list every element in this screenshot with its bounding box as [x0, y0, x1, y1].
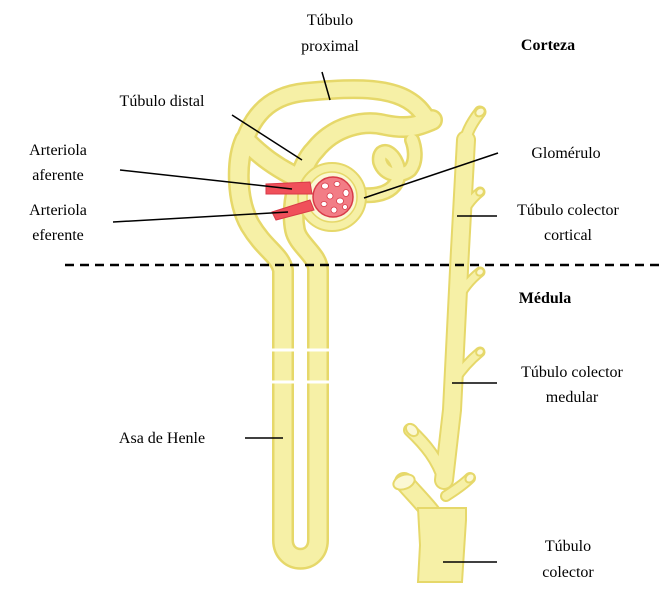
- label-tubulo-proximal-2: proximal: [301, 38, 359, 55]
- glomerulus: [313, 177, 353, 217]
- label-tubulo-proximal-1: Túbulo: [307, 12, 353, 29]
- label-arteriola-aferente-2: aferente: [32, 167, 84, 184]
- label-tubulo-colector-medular-2: medular: [546, 389, 599, 406]
- label-arteriola-eferente-1: Arteriola: [29, 202, 87, 219]
- label-medula: Médula: [519, 290, 571, 307]
- leader-arteriola-eferente: [113, 212, 288, 222]
- leader-arteriola-aferente: [120, 170, 292, 189]
- label-tubulo-colector-1: Túbulo: [545, 538, 591, 555]
- label-tubulo-colector-cortical-1: Túbulo colector: [517, 202, 619, 219]
- label-corteza: Corteza: [521, 37, 575, 54]
- label-glomerulo: Glomérulo: [531, 145, 600, 162]
- label-tubulo-colector-2: colector: [542, 564, 594, 581]
- label-tubulo-colector-medular-1: Túbulo colector: [521, 364, 623, 381]
- label-arteriola-aferente-1: Arteriola: [29, 142, 87, 159]
- label-tubulo-colector-cortical-2: cortical: [544, 227, 593, 244]
- label-tubulo-distal: Túbulo distal: [120, 93, 205, 110]
- label-arteriola-eferente-2: eferente: [32, 227, 84, 244]
- collecting-duct-trunk: [418, 508, 466, 582]
- label-asa-de-henle: Asa de Henle: [119, 430, 205, 447]
